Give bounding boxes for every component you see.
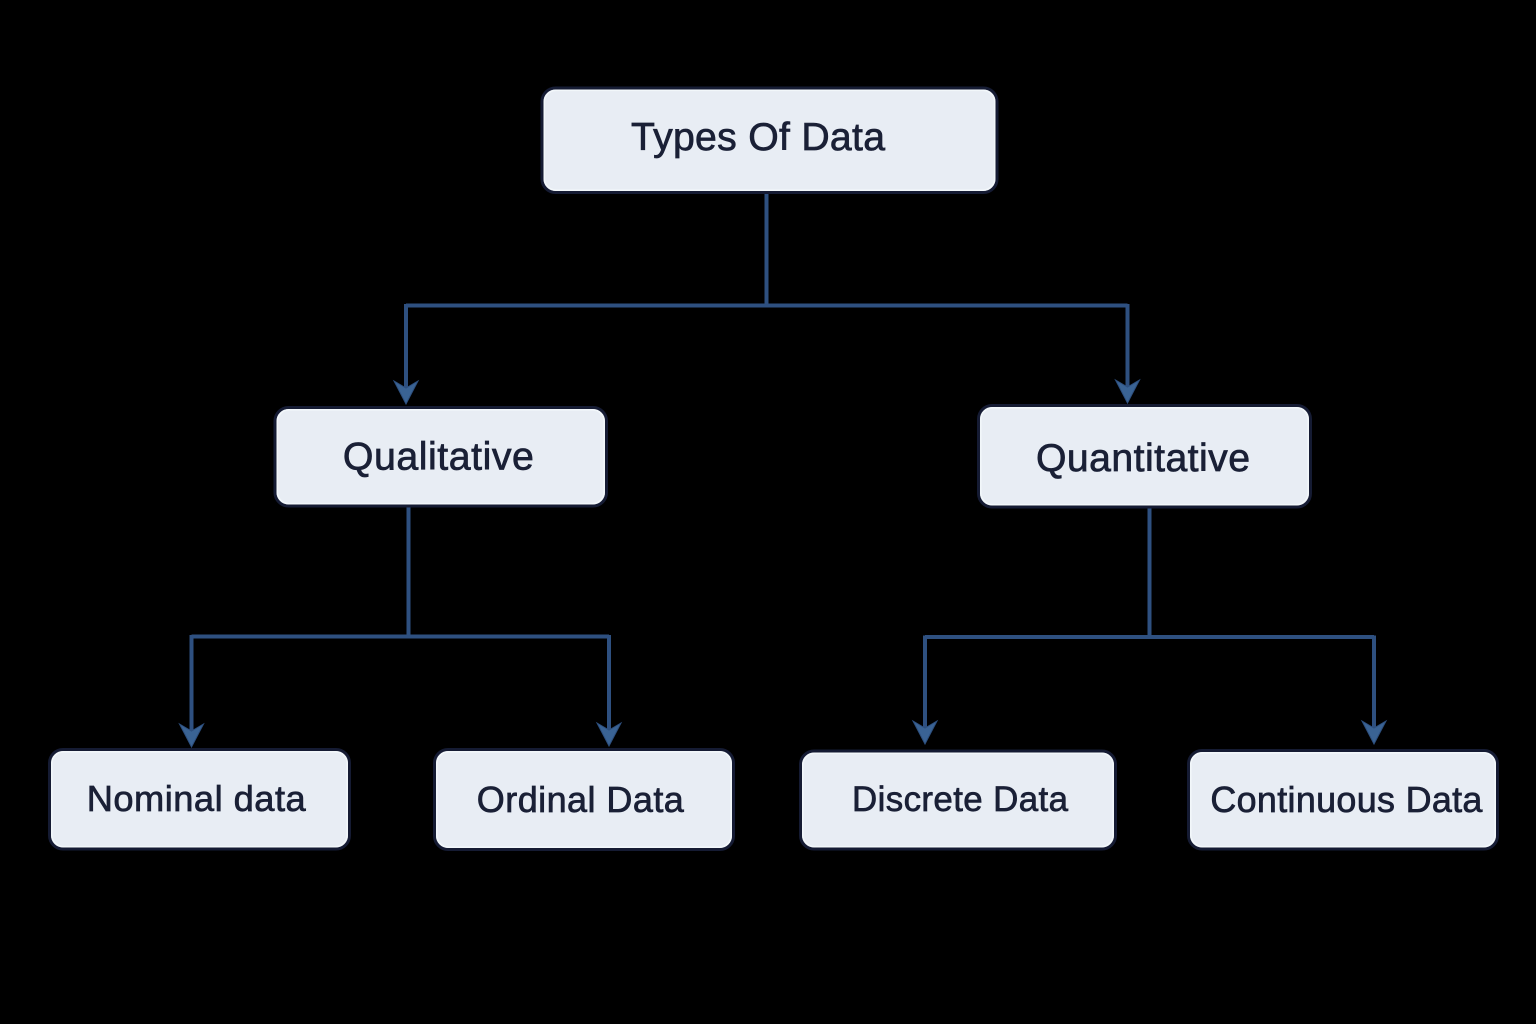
svg-text:Continuous Data: Continuous Data: [1210, 780, 1482, 820]
svg-text:Ordinal Data: Ordinal Data: [477, 779, 685, 820]
svg-text:Types Of Data: Types Of Data: [631, 116, 885, 159]
svg-text:Discrete Data: Discrete Data: [852, 780, 1069, 819]
svg-text:Quantitative: Quantitative: [1036, 437, 1250, 480]
svg-text:Nominal data: Nominal data: [87, 778, 307, 819]
svg-text:Qualitative: Qualitative: [343, 435, 534, 479]
